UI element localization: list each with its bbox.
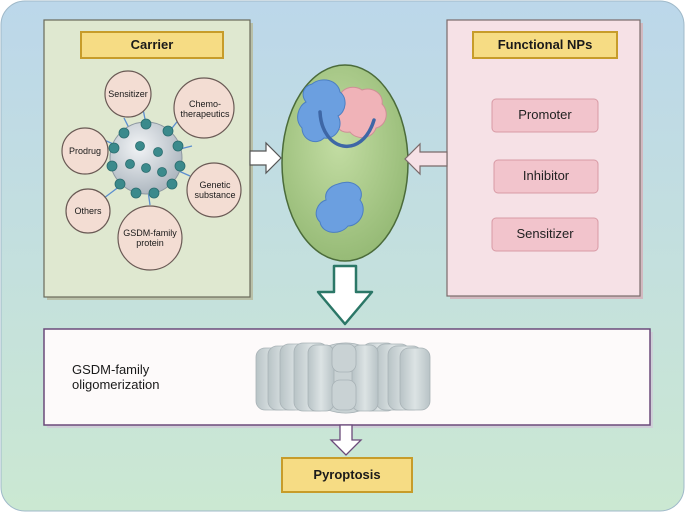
satellite-sensitizer [104, 70, 152, 118]
satellite-prodrug-label: Prodrug [68, 145, 102, 156]
functional-item-inhibitor-box [493, 159, 599, 194]
satellite-chemo [173, 77, 235, 139]
functional-title: Functional NPs [497, 36, 593, 52]
satellite-gsdm-protein-label: GSDM-family protein [123, 227, 177, 248]
protein-linker [318, 110, 376, 148]
nanoparticle-dots [106, 118, 186, 199]
functional-panel [446, 19, 641, 297]
functional-item-sensitizer: Sensitizer [516, 226, 574, 242]
satellite-others-label: Others [74, 205, 102, 216]
gsdm-pore [255, 342, 431, 414]
satellite-genetic [186, 162, 242, 218]
arrow-functional-to-cell [404, 142, 448, 176]
satellite-gsdm-protein [117, 205, 183, 271]
protein-blue-blob [297, 79, 346, 143]
carrier-title: Carrier [130, 36, 174, 52]
satellite-others [65, 188, 111, 234]
carrier-header [80, 31, 224, 59]
arrow-cell-to-membrane [316, 264, 374, 326]
satellite-prodrug [61, 127, 109, 175]
membrane-label: GSDM-family oligomerization [72, 362, 160, 392]
satellite-chemo-label: Chemo- therapeutics [180, 98, 230, 119]
satellite-sensitizer-label: Sensitizer [108, 88, 148, 99]
functional-item-inhibitor: Inhibitor [522, 168, 570, 184]
functional-item-promoter: Promoter [518, 107, 572, 123]
functional-item-promoter-box [491, 98, 599, 133]
pyroptosis-box [281, 457, 413, 493]
satellite-genetic-label: Genetic substance [194, 179, 236, 200]
arrow-carrier-to-cell [249, 141, 282, 175]
protein-blue-blob-lower [315, 181, 364, 233]
pyroptosis-label: Pyroptosis [313, 466, 381, 482]
arrow-membrane-to-pyroptosis [329, 424, 363, 456]
functional-header [472, 31, 618, 59]
functional-item-sensitizer-box [491, 217, 599, 252]
